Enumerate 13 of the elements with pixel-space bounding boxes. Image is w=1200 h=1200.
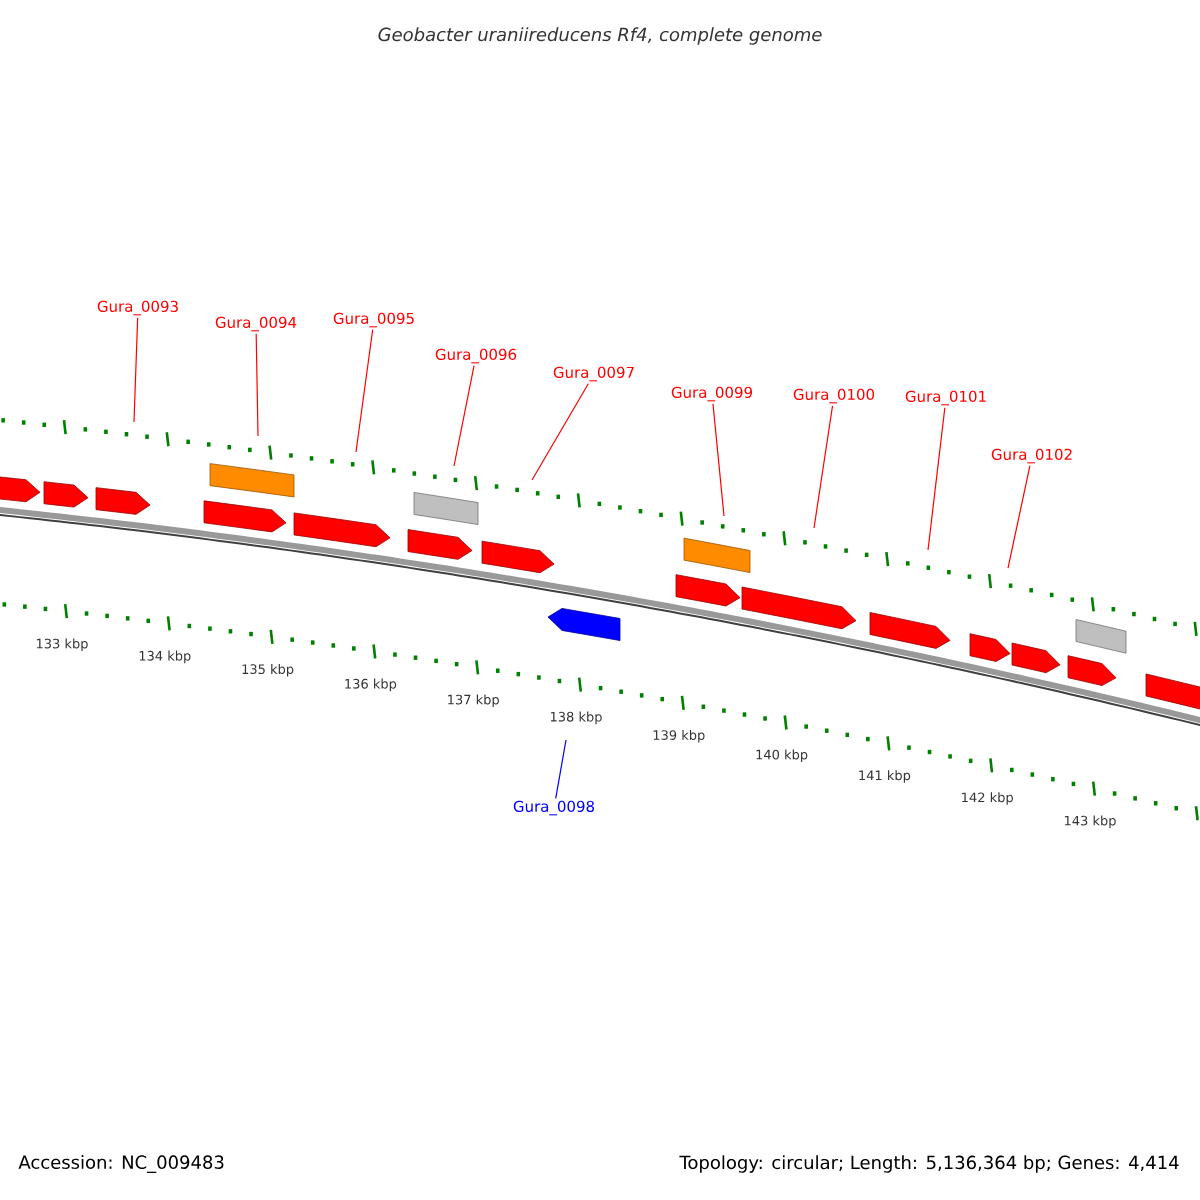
leader-line: [555, 739, 567, 799]
leader-line: [453, 365, 475, 467]
leader-line: [255, 333, 259, 437]
leader-line: [355, 329, 374, 453]
leader-line: [531, 383, 589, 481]
leader-line: [1007, 465, 1031, 569]
leader-line: [133, 317, 139, 423]
leader-line: [712, 403, 725, 517]
title: Geobacter uraniireducens Rf4, complete genome: [378, 27, 822, 45]
leader-line: [927, 407, 946, 551]
leader-line: [813, 405, 834, 529]
accession-text: Accession: NC_009483: [18, 1155, 224, 1173]
genome-info-text: Topology: circular; Length: 5,136,364 bp; Genes: 4,414: [679, 1155, 1179, 1173]
